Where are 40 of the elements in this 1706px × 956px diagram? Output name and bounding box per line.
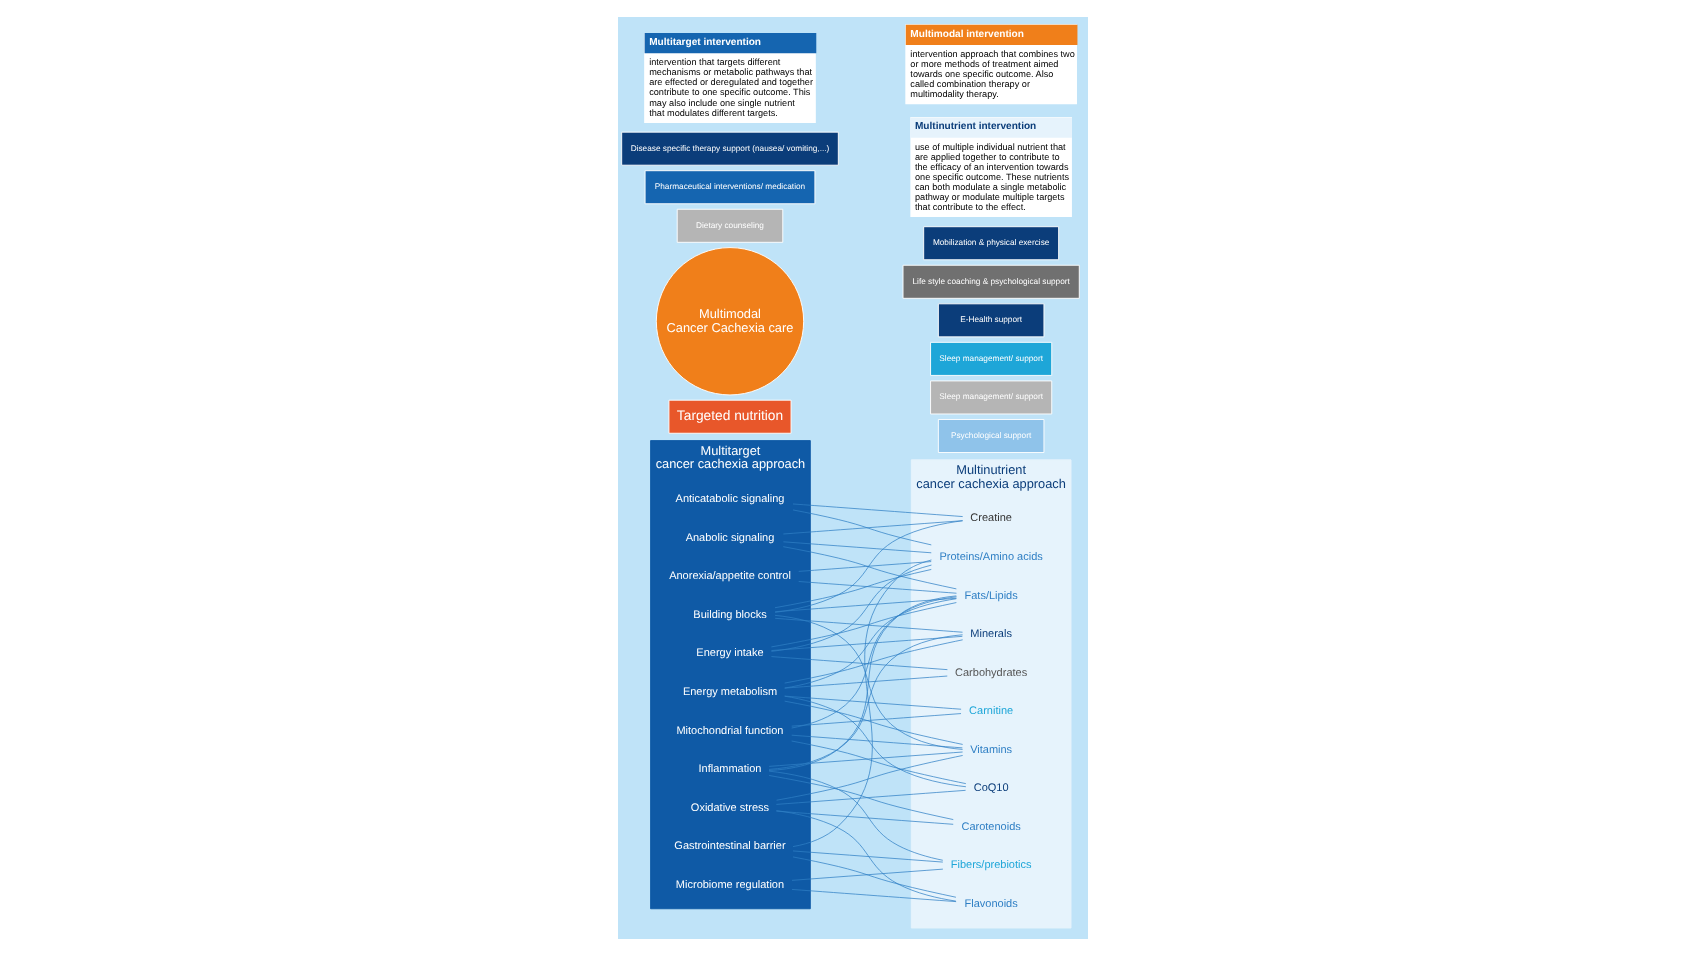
- connector: [776, 810, 957, 902]
- connector: [771, 656, 948, 670]
- connector: [792, 850, 944, 863]
- connector: [791, 740, 967, 784]
- connector: [791, 713, 962, 727]
- connector: [783, 541, 932, 554]
- connector: [798, 561, 932, 572]
- connector: [792, 509, 932, 546]
- connector: [774, 617, 963, 633]
- connector: [768, 595, 957, 771]
- connector: [791, 889, 957, 902]
- connector: [768, 770, 944, 861]
- connector: [768, 634, 963, 770]
- connector: [774, 614, 963, 750]
- connector: [776, 755, 964, 801]
- connector: [782, 546, 957, 590]
- connector: [784, 695, 962, 710]
- connector: [784, 639, 964, 684]
- connector: [776, 810, 954, 825]
- connector: [768, 775, 954, 820]
- connector: [798, 581, 957, 594]
- connector: [774, 569, 932, 609]
- connector: [774, 520, 964, 613]
- connector: [792, 559, 932, 847]
- connector: [771, 636, 963, 651]
- connector: [771, 602, 957, 648]
- connector: [791, 868, 944, 881]
- connector: [791, 596, 957, 729]
- connector: [784, 700, 964, 745]
- connector: [774, 597, 957, 613]
- connector: [792, 503, 964, 517]
- connector: [776, 789, 966, 805]
- connector: [771, 564, 932, 652]
- connector: [792, 856, 957, 898]
- connector: [784, 675, 948, 689]
- connector: [783, 520, 963, 535]
- connector: [784, 598, 957, 689]
- connector: [768, 751, 963, 767]
- connector: [791, 734, 963, 749]
- connector: [784, 695, 967, 788]
